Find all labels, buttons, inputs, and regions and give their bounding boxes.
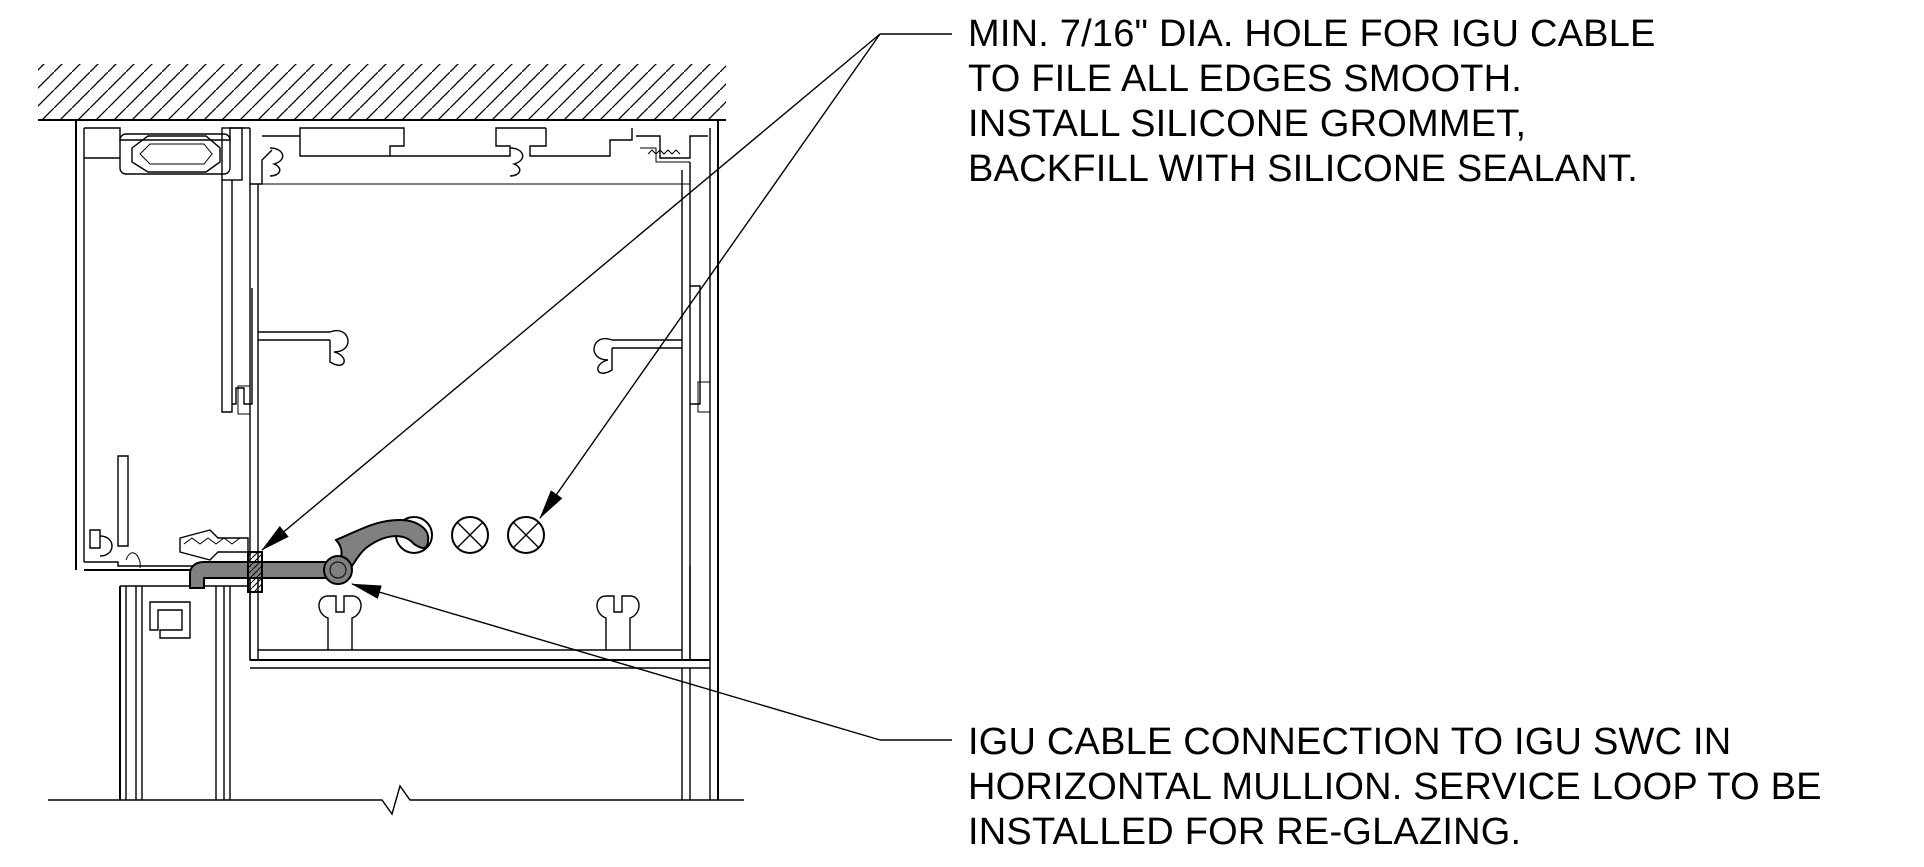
break-line xyxy=(48,784,744,816)
note-hole-for-igu-cable: MIN. 7/16" DIA. HOLE FOR IGU CABLE TO FI… xyxy=(968,12,1656,192)
wire-conduits xyxy=(395,516,545,554)
structure-above-hatch xyxy=(38,64,726,121)
note-bottom-line-1: IGU CABLE CONNECTION TO IGU SWC IN xyxy=(968,721,1732,763)
leader-top xyxy=(261,33,952,551)
gasket-left xyxy=(179,529,249,561)
note-bottom-line-3: INSTALLED FOR RE-GLAZING. xyxy=(968,811,1522,853)
note-top-line-4: BACKFILL WITH SILICONE SEALANT. xyxy=(968,148,1638,190)
leader-bottom xyxy=(351,583,952,741)
igu-cable xyxy=(189,518,430,589)
mullion-frame xyxy=(75,119,719,800)
silicone-grommet xyxy=(247,551,263,593)
note-top-line-1: MIN. 7/16" DIA. HOLE FOR IGU CABLE xyxy=(968,13,1656,55)
note-bottom-line-2: HORIZONTAL MULLION. SERVICE LOOP TO BE xyxy=(968,766,1822,808)
note-top-line-3: INSTALL SILICONE GROMMET, xyxy=(968,103,1527,145)
note-top-line-2: TO FILE ALL EDGES SMOOTH. xyxy=(968,58,1523,100)
note-igu-cable-connection: IGU CABLE CONNECTION TO IGU SWC IN HORIZ… xyxy=(968,720,1822,855)
thermal-break-upper-left xyxy=(119,127,243,181)
glass-unit-below xyxy=(119,585,691,800)
